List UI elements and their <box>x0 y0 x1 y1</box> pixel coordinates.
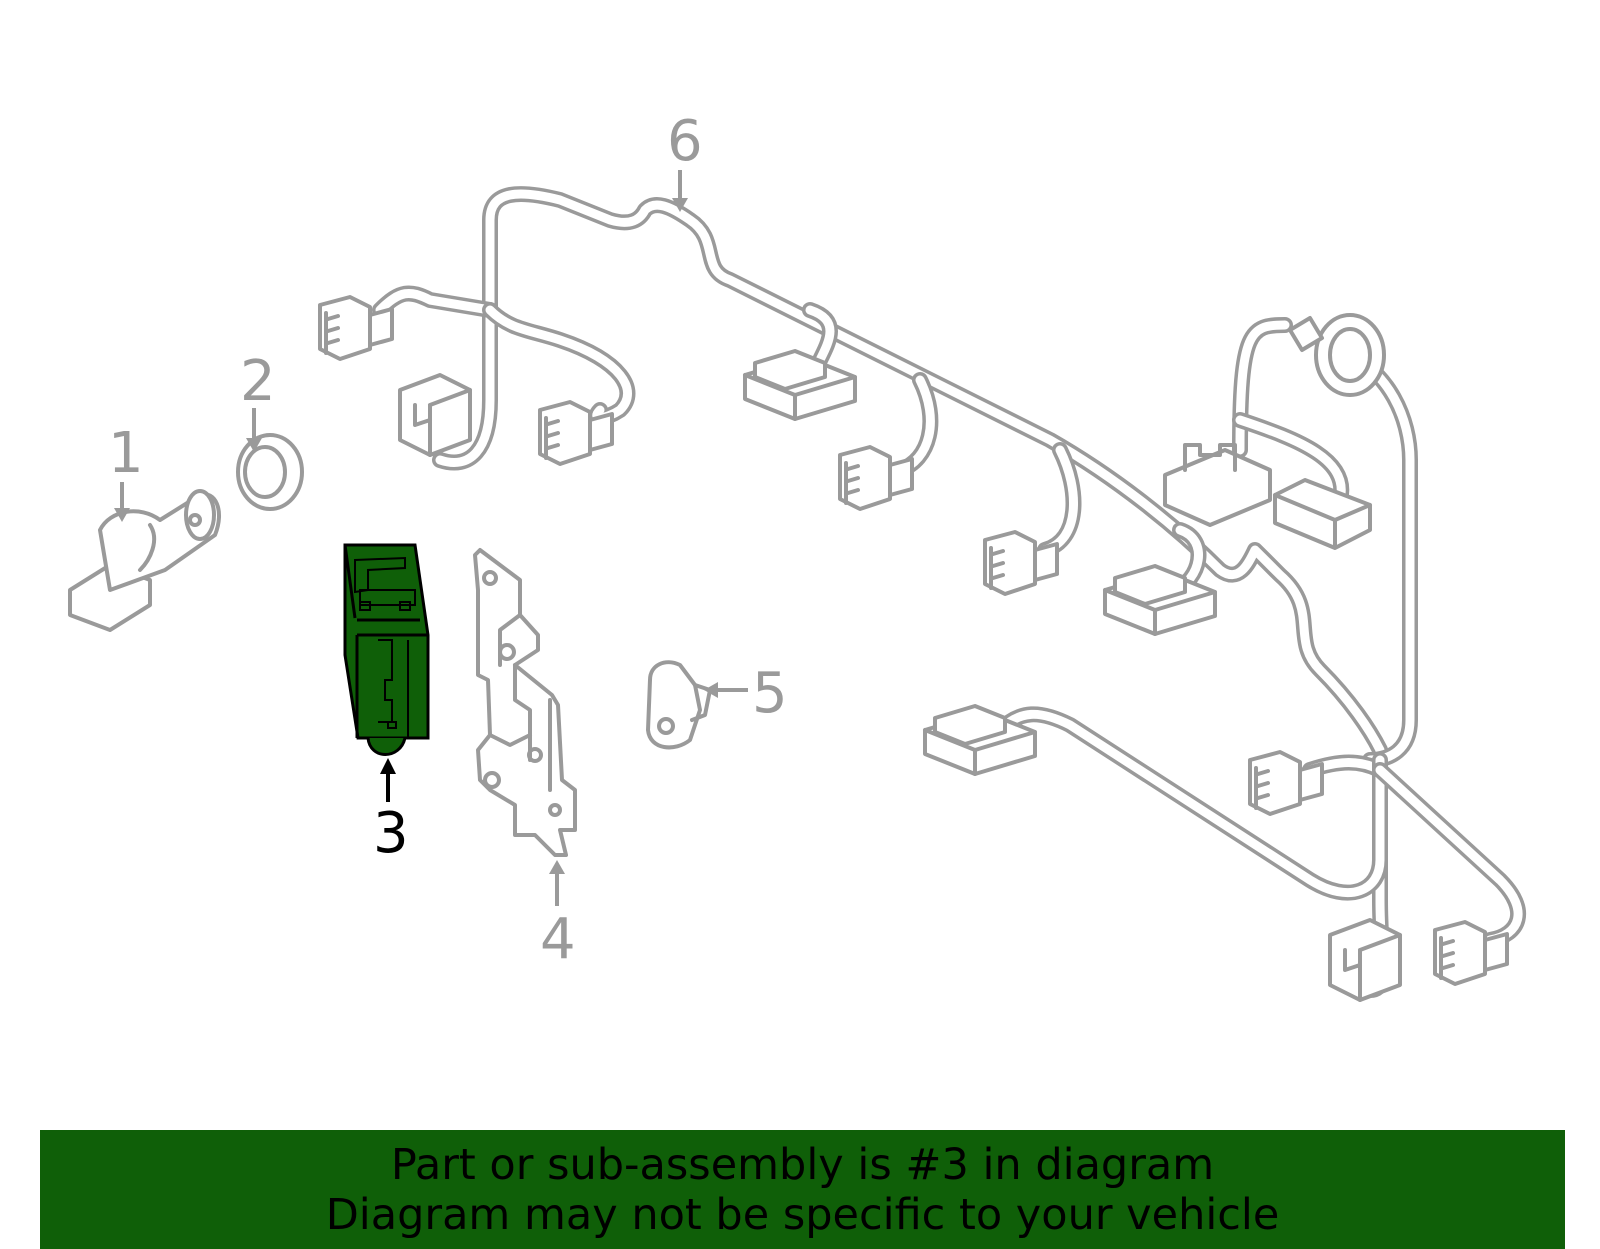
mounting-bracket <box>473 548 577 857</box>
parts-diagram: 1 2 3 4 5 6 <box>68 109 1527 1002</box>
parking-sensor <box>68 489 221 632</box>
callout-6: 6 <box>667 109 703 174</box>
sensor-grommet <box>236 433 304 511</box>
wire-harness <box>318 186 1527 1002</box>
retaining-clip <box>646 660 712 750</box>
callout-4: 4 <box>540 907 576 972</box>
banner-line-disclaimer: Diagram may not be specific to your vehi… <box>325 1189 1280 1240</box>
callout-5: 5 <box>752 661 788 726</box>
sensor-bracket-highlighted <box>343 543 430 756</box>
callout-arrows <box>114 170 748 906</box>
info-banner: Part or sub-assembly is #3 in diagram Di… <box>40 1130 1565 1249</box>
banner-line-part: Part or sub-assembly is #3 in diagram <box>390 1139 1215 1190</box>
callout-1: 1 <box>108 421 144 486</box>
callout-3: 3 <box>373 801 409 866</box>
callout-2: 2 <box>240 349 276 414</box>
